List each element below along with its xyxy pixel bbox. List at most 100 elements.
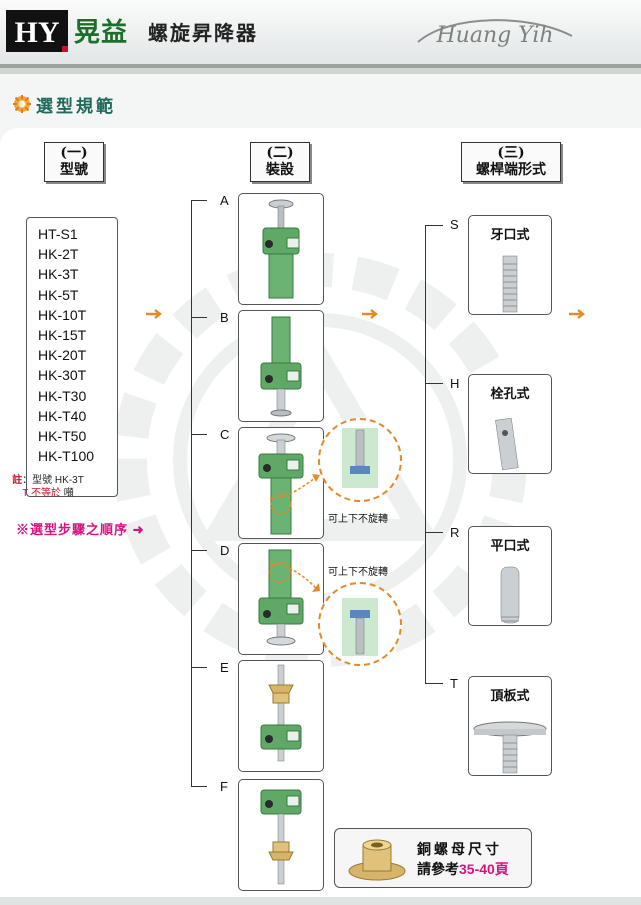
threaded-end-image: [502, 255, 518, 313]
mounting-letter-c: C: [220, 427, 230, 442]
callout-arrow-icon: [269, 563, 320, 592]
bottom-bar: [0, 897, 641, 905]
model-note: 註：型號 HK-3T T 不等於 噸: [6, 474, 90, 500]
bronze-nut-note: 銅螺母尺寸 請參考35-40頁: [334, 828, 532, 888]
signature-logo: Huang Yih: [417, 19, 573, 48]
header: HY 晃益 螺旋昇降器 Huang Yih: [0, 0, 641, 68]
end-type-tree-line: [425, 225, 426, 683]
callout-arrow-icon: [269, 474, 320, 499]
note-red-text: T 不等於: [22, 488, 61, 499]
end-label-h: 栓孔式: [490, 387, 530, 402]
end-label-t: 頂板式: [490, 689, 530, 704]
model-item: HK-30T: [38, 367, 87, 384]
nut-note-prefix: 請參考: [417, 861, 459, 877]
zoom-detail-c: [318, 418, 402, 502]
mounting-card-e[interactable]: [238, 660, 324, 772]
tree-branch: [191, 550, 207, 551]
step-2-title: 裝設: [266, 162, 294, 178]
product-title: 螺旋昇降器: [148, 21, 258, 45]
arrow-right-icon: [569, 309, 585, 319]
model-item: HK-10T: [38, 306, 87, 323]
note-line1: ：型號 HK-3T: [22, 475, 84, 486]
selection-order-note: ※選型步驟之順序 ➜: [16, 522, 145, 537]
gear-icon: [13, 95, 31, 113]
bronze-nut-image: [348, 839, 406, 881]
section-title: 選型規範: [36, 97, 116, 117]
mounting-letter-f: F: [220, 779, 228, 794]
step-1-title: 型號: [60, 162, 88, 178]
nut-note-line1: 銅螺母尺寸: [417, 841, 502, 857]
tree-branch: [191, 667, 207, 668]
step-3-number: (三): [497, 145, 525, 161]
brand-logo: HY: [6, 10, 68, 52]
end-letter-t: T: [450, 676, 458, 691]
mounting-letter-b: B: [220, 310, 229, 325]
step-2-number: (二): [266, 145, 294, 161]
mounting-card-f[interactable]: [238, 779, 324, 891]
tree-branch: [191, 200, 207, 201]
model-item: HK-T30: [38, 387, 87, 404]
model-item: HT-S1: [38, 226, 78, 242]
screw-jack-a-image: [262, 199, 300, 299]
model-item: HK-15T: [38, 327, 87, 344]
screw-jack-d-image: [258, 549, 304, 646]
step-1-label: (一) 型號: [44, 142, 104, 182]
screw-jack-e-image: [260, 664, 302, 762]
top-plate-end-image: [473, 721, 547, 774]
mounting-tree-line: [191, 200, 192, 786]
mounting-card-a[interactable]: [238, 193, 324, 305]
end-card-r[interactable]: 平口式: [468, 526, 552, 626]
callout-text-d: 可上下不旋轉: [328, 567, 388, 578]
tree-branch: [191, 317, 207, 318]
header-band: [0, 68, 641, 74]
step-2-label: (二) 裝設: [250, 142, 310, 182]
model-item: HK-5T: [38, 286, 79, 303]
screw-jack-c-image: [258, 433, 304, 535]
mounting-letter-d: D: [220, 543, 230, 558]
end-letter-s: S: [450, 217, 459, 232]
model-item: HK-2T: [38, 246, 79, 263]
non-rotating-screw-image: [342, 428, 378, 488]
tree-branch: [425, 383, 443, 384]
end-card-s[interactable]: 牙口式: [468, 215, 552, 315]
end-letter-r: R: [450, 525, 460, 540]
model-item: HK-T40: [38, 407, 87, 424]
brand-name: 晃益: [74, 18, 129, 48]
model-item: HK-T50: [38, 428, 87, 445]
tree-branch: [425, 225, 443, 226]
svg-text:HY: HY: [15, 16, 60, 49]
callout-text-c: 可上下不旋轉: [328, 514, 388, 525]
tree-branch: [425, 532, 443, 533]
mounting-card-b[interactable]: [238, 310, 324, 422]
nut-note-pages: 35-40頁: [459, 861, 509, 877]
tree-branch: [425, 683, 443, 684]
mounting-card-d[interactable]: [238, 543, 324, 655]
screw-jack-b-image: [260, 316, 302, 417]
nut-note-line2: 請參考35-40頁: [417, 859, 509, 879]
model-list: HT-S1 HK-2T HK-3T HK-5T HK-10T HK-15T HK…: [38, 224, 94, 466]
arrow-right-icon: [146, 309, 162, 319]
mounting-letter-a: A: [220, 193, 229, 208]
flat-end-image: [500, 566, 520, 624]
tree-branch: [191, 434, 207, 435]
step-1-number: (一): [60, 145, 88, 161]
non-rotating-screw-image: [342, 598, 378, 656]
model-list-box: HT-S1 HK-2T HK-3T HK-5T HK-10T HK-15T HK…: [26, 217, 118, 497]
model-item: HK-3T: [38, 266, 79, 283]
zoom-detail-d: [318, 582, 402, 666]
note-prefix: 註: [12, 475, 23, 486]
model-item: HK-20T: [38, 347, 87, 364]
tree-branch: [191, 786, 207, 787]
mounting-letter-e: E: [220, 660, 229, 675]
step-3-label: (三) 螺桿端形式: [461, 142, 561, 182]
note-tail: 噸: [63, 488, 74, 499]
end-letter-h: H: [450, 376, 460, 391]
arrow-right-icon: [362, 309, 378, 319]
mounting-card-c[interactable]: [238, 427, 324, 539]
model-item: HK-T100: [38, 448, 95, 465]
svg-text:Huang Yih: Huang Yih: [435, 23, 553, 48]
end-card-h[interactable]: 栓孔式: [468, 374, 552, 474]
end-card-t[interactable]: 頂板式: [468, 676, 552, 776]
end-label-r: 平口式: [490, 539, 530, 554]
step-3-title: 螺桿端形式: [476, 162, 546, 178]
